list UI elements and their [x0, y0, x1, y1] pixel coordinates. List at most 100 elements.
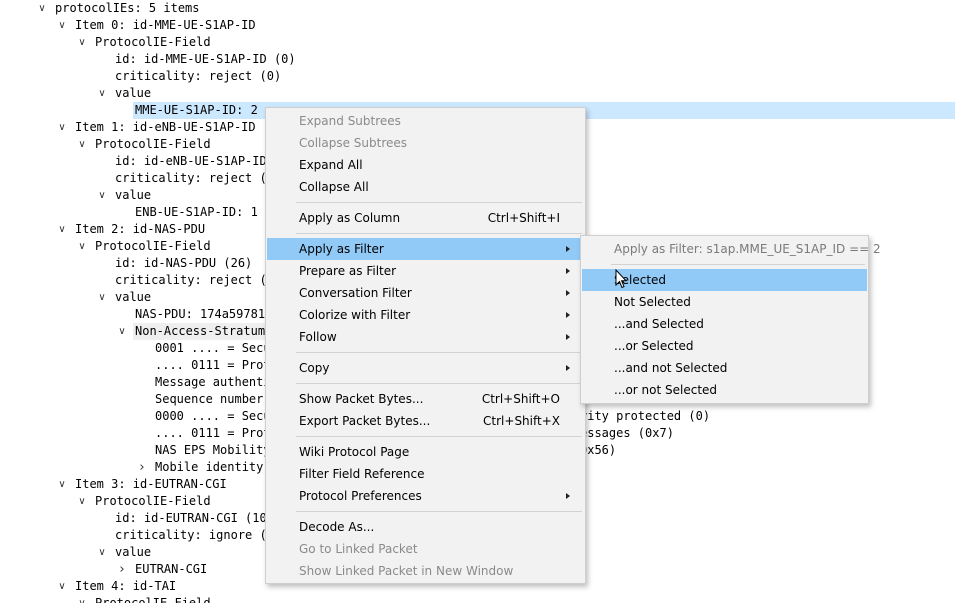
menu-item-label: Decode As...	[299, 520, 375, 534]
tree-row[interactable]: criticality: reject (0	[0, 272, 955, 289]
tree-row[interactable]: ∨Item 0: id-MME-UE-S1AP-ID	[0, 17, 955, 34]
expand-toggle-icon[interactable]: ∨	[78, 496, 86, 507]
tree-row[interactable]: NAS-PDU: 174a597811	[0, 306, 955, 323]
tree-row[interactable]: criticality: ignore (1	[0, 527, 955, 544]
menu-item-copy[interactable]: Copy	[267, 357, 584, 379]
expand-toggle-icon[interactable]: ∨	[58, 20, 66, 31]
tree-row-label: value	[115, 86, 152, 100]
tree-row[interactable]: ∨value	[0, 289, 955, 306]
filter-option-not-selected[interactable]: Not Selected	[582, 291, 867, 313]
tree-row[interactable]: 0001 .... = Secu	[0, 340, 955, 357]
tree-row-label: 0001 .... = Secu	[155, 341, 271, 355]
tree-row[interactable]: ∨value	[0, 187, 955, 204]
menu-item-protocol-preferences[interactable]: Protocol Preferences	[267, 485, 584, 507]
collapse-toggle-icon[interactable]: ›	[139, 460, 145, 475]
menu-item-export-packet-bytes[interactable]: Export Packet Bytes...Ctrl+Shift+X	[267, 410, 584, 432]
submenu-arrow-icon	[566, 290, 570, 296]
tree-row-label: ProtocolIE-Field	[95, 596, 211, 603]
expand-toggle-icon[interactable]: ∨	[58, 224, 66, 235]
expand-toggle-icon[interactable]: ∨	[76, 595, 88, 603]
menu-item-filter-field-reference[interactable]: Filter Field Reference	[267, 463, 584, 485]
expand-toggle-icon[interactable]: ∨	[78, 37, 86, 48]
tree-row[interactable]: ∨protocolIEs: 5 items	[0, 0, 955, 17]
tree-row[interactable]: criticality: reject (0)	[0, 68, 955, 85]
expand-toggle-icon[interactable]: ∨	[38, 3, 46, 14]
expand-toggle-icon[interactable]: ∨	[58, 581, 66, 592]
filter-option-label: ...or not Selected	[614, 383, 718, 397]
submenu-arrow-icon	[566, 268, 570, 274]
expand-toggle-icon[interactable]: ∨	[58, 479, 66, 490]
tree-row[interactable]: .... 0111 = Prot	[0, 357, 955, 374]
tree-row[interactable]: › Mobile identity	[0, 459, 955, 476]
tree-row[interactable]: ∨ Item 2: id-NAS-PDU	[0, 221, 955, 238]
expand-toggle-icon[interactable]: ∨	[98, 88, 106, 99]
tree-row-label: Item 2: id-NAS-PDU	[75, 222, 206, 236]
expand-toggle-icon[interactable]: ∨	[78, 241, 86, 252]
tree-row[interactable]: id: id-EUTRAN-CGI (100	[0, 510, 955, 527]
expand-toggle-icon[interactable]: ∨	[118, 326, 126, 337]
expand-toggle-icon[interactable]: ∨	[98, 292, 106, 303]
filter-option-or-selected[interactable]: ...or Selected	[582, 335, 867, 357]
tree-row[interactable]: ∨ProtocolIE-Field	[0, 34, 955, 51]
tree-row-label: id: id-NAS-PDU (26)	[115, 256, 253, 270]
tree-row[interactable]: ∨ProtocolIE-Field	[0, 136, 955, 153]
filter-option-and-not-selected[interactable]: ...and not Selected	[582, 357, 867, 379]
menu-item-label: Export Packet Bytes...	[299, 414, 431, 428]
filter-option-or-not-selected[interactable]: ...or not Selected	[582, 379, 867, 401]
menu-item-label: Apply as Filter	[299, 242, 384, 256]
tree-row[interactable]: ∨ value	[0, 85, 955, 102]
tree-row-label: Mobile identity	[155, 460, 264, 474]
tree-row[interactable]: id: id-NAS-PDU (26)	[0, 255, 955, 272]
tree-row[interactable]: ∨ ProtocolIE-Field	[0, 493, 955, 510]
tree-row-label: 0000 .... = Secu	[155, 409, 271, 423]
tree-row[interactable]: criticality: reject (0	[0, 170, 955, 187]
tree-row[interactable]: ∨ ProtocolIE-Field	[0, 595, 955, 603]
expand-toggle-icon[interactable]: ∨	[98, 547, 106, 558]
menu-item-show-packet-bytes[interactable]: Show Packet Bytes...Ctrl+Shift+O	[267, 388, 584, 410]
filter-option-label: ...or Selected	[614, 339, 694, 353]
menu-item-label: Filter Field Reference	[299, 467, 425, 481]
filter-option-selected[interactable]: Selected	[582, 269, 867, 291]
tree-row-label: criticality: ignore (1	[115, 528, 274, 542]
tree-row-label-tail: 0x56)	[580, 443, 617, 457]
expand-toggle-icon[interactable]: ∨	[78, 139, 86, 150]
menu-item-wiki-protocol-page[interactable]: Wiki Protocol Page	[267, 441, 584, 463]
tree-row-label-tail: essages (0x7)	[580, 426, 674, 440]
menu-item-expand-all[interactable]: Expand All	[267, 154, 584, 176]
tree-row-label: ProtocolIE-Field	[95, 239, 211, 253]
tree-row[interactable]: id: id-eNB-UE-S1AP-ID	[0, 153, 955, 170]
menu-item-colorize-with-filter[interactable]: Colorize with Filter	[267, 304, 584, 326]
submenu-title-label: Apply as Filter: s1ap.MME_UE_S1AP_ID == …	[614, 242, 881, 256]
menu-separator	[296, 202, 582, 203]
menu-item-prepare-as-filter[interactable]: Prepare as Filter	[267, 260, 584, 282]
tree-row[interactable]: ENB-UE-S1AP-ID: 1	[0, 204, 955, 221]
expand-toggle-icon[interactable]: ∨	[98, 190, 106, 201]
tree-row[interactable]: ∨Item 4: id-TAI	[0, 578, 955, 595]
collapse-toggle-icon[interactable]: ›	[119, 562, 125, 577]
tree-row-label: ProtocolIE-Field	[95, 494, 211, 508]
tree-row[interactable]: ∨ ProtocolIE-Field	[0, 238, 955, 255]
tree-row[interactable]: ›EUTRAN-CGI	[0, 561, 955, 578]
tree-row-label: Item 3: id-EUTRAN-CGI	[75, 477, 227, 491]
tree-row[interactable]: ∨ Item 3: id-EUTRAN-CGI	[0, 476, 955, 493]
filter-option-and-selected[interactable]: ...and Selected	[582, 313, 867, 335]
menu-item-decode-as[interactable]: Decode As...	[267, 516, 584, 538]
menu-item-collapse-all[interactable]: Collapse All	[267, 176, 584, 198]
tree-row[interactable]: ∨Item 1: id-eNB-UE-S1AP-ID	[0, 119, 955, 136]
filter-option-label: ...and Selected	[614, 317, 704, 331]
menu-separator	[296, 352, 582, 353]
menu-item-conversation-filter[interactable]: Conversation Filter	[267, 282, 584, 304]
menu-item-apply-as-filter[interactable]: Apply as Filter	[267, 238, 584, 260]
tree-row[interactable]: Sequence number:	[0, 391, 955, 408]
menu-item-label: Prepare as Filter	[299, 264, 397, 278]
tree-row[interactable]: id: id-MME-UE-S1AP-ID (0)	[0, 51, 955, 68]
expand-toggle-icon[interactable]: ∨	[58, 122, 66, 133]
tree-row[interactable]: ∨value	[0, 544, 955, 561]
menu-item-follow[interactable]: Follow	[267, 326, 584, 348]
tree-row[interactable]: Message authenti	[0, 374, 955, 391]
